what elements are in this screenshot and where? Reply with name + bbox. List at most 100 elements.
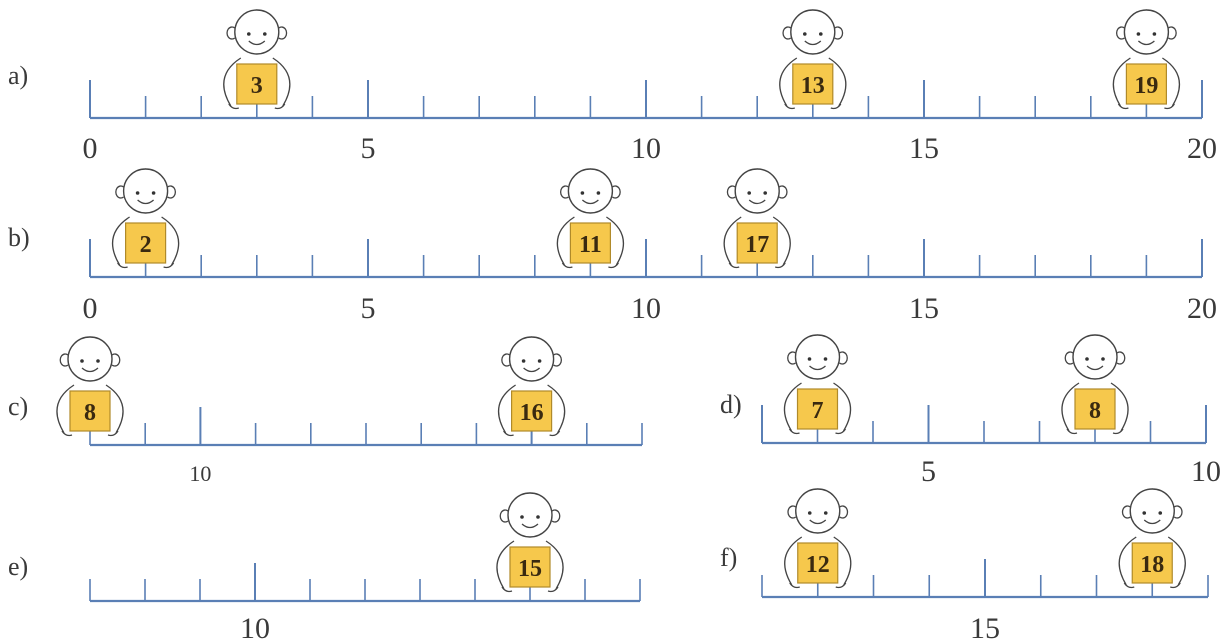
hand — [503, 430, 514, 437]
kid-head — [67, 336, 113, 382]
kid-arms — [1061, 382, 1129, 432]
kid-head — [734, 168, 780, 214]
number-card — [796, 388, 839, 430]
ear — [787, 505, 797, 519]
scale-label: 5 — [921, 455, 936, 488]
ear — [551, 509, 561, 523]
eye — [807, 511, 812, 515]
scale-label: 10 — [240, 612, 270, 641]
eye — [803, 32, 807, 36]
ear — [278, 26, 288, 40]
card-number: 8 — [1089, 398, 1101, 424]
card-number: 11 — [579, 232, 602, 258]
eye — [1136, 32, 1141, 36]
eye — [1085, 357, 1089, 361]
hand — [61, 430, 73, 437]
eye — [521, 359, 526, 363]
hand — [1117, 103, 1129, 110]
kid-arms — [497, 384, 566, 434]
ear — [501, 353, 511, 367]
kid-head — [234, 9, 280, 55]
part-label: f) — [720, 543, 737, 572]
eye — [819, 32, 823, 36]
number-card — [569, 222, 612, 264]
kid-holding-card: 3 — [223, 9, 291, 110]
kid-arms — [1112, 57, 1181, 107]
card-number: 19 — [1134, 73, 1158, 99]
smile — [809, 519, 827, 525]
card-number: 12 — [806, 552, 830, 578]
hand — [1123, 582, 1135, 589]
kid-head — [508, 336, 555, 382]
card-number: 18 — [1140, 552, 1164, 578]
kid-head — [567, 168, 614, 214]
part-label: e) — [8, 552, 28, 581]
scale-label: 10 — [1191, 455, 1221, 488]
kid-arms — [56, 384, 124, 434]
hand — [228, 103, 240, 110]
kid-arms — [784, 536, 852, 586]
smile — [581, 199, 599, 205]
scale-label: 10 — [631, 132, 661, 165]
scale-label: 10 — [189, 461, 211, 486]
hand — [547, 586, 559, 593]
scale-label: 15 — [970, 612, 1000, 641]
ear — [1116, 26, 1125, 40]
hand — [830, 103, 842, 110]
number-card — [236, 63, 278, 105]
eye — [151, 191, 156, 195]
ear — [499, 509, 509, 523]
kid-arms — [1118, 536, 1186, 586]
ear — [782, 26, 792, 40]
kid-holding-card: 15 — [496, 492, 564, 593]
kid-arms — [111, 216, 180, 266]
smile — [1143, 519, 1161, 525]
ear — [115, 185, 125, 199]
kid-arms — [223, 57, 291, 107]
number-card — [124, 222, 167, 264]
card-number: 15 — [518, 556, 542, 582]
kid-holding-card: 11 — [556, 168, 625, 269]
ear — [167, 185, 176, 199]
card-number: 2 — [140, 232, 152, 258]
smile — [1086, 365, 1104, 371]
number-card — [1125, 63, 1168, 105]
smile — [521, 523, 539, 529]
card-number: 17 — [745, 232, 769, 258]
scale-label: 20 — [1187, 292, 1217, 325]
kid-head — [794, 334, 841, 380]
kid-arms — [723, 216, 791, 266]
scale-label: 20 — [1187, 132, 1217, 165]
kid-arms — [496, 540, 564, 590]
ear — [778, 185, 788, 199]
ear — [787, 351, 796, 365]
number-line-part: d) 5 10 — [720, 390, 1221, 488]
number-card — [69, 390, 111, 432]
part-label: a) — [8, 61, 28, 90]
eye — [247, 32, 251, 36]
kid-holding-card: 8 — [1061, 334, 1129, 435]
kid-holding-card: 19 — [1112, 9, 1181, 110]
ear — [726, 185, 736, 199]
ear — [1121, 505, 1131, 519]
smile — [248, 40, 266, 46]
ear — [611, 185, 621, 199]
ear — [1116, 351, 1126, 365]
part-label: d) — [720, 390, 742, 419]
hand — [1164, 103, 1175, 110]
ear — [59, 353, 69, 367]
eye — [96, 359, 100, 363]
ear — [839, 505, 849, 519]
eye — [807, 357, 812, 361]
scale-label: 5 — [361, 132, 376, 165]
hand — [163, 262, 175, 269]
hand — [561, 262, 573, 269]
smile — [137, 199, 155, 205]
eye — [580, 191, 585, 195]
part-label: b) — [8, 223, 30, 252]
card-number: 7 — [812, 398, 824, 424]
hand — [501, 586, 513, 593]
kid-head — [1072, 334, 1118, 380]
kid-holding-card: 12 — [784, 488, 852, 589]
